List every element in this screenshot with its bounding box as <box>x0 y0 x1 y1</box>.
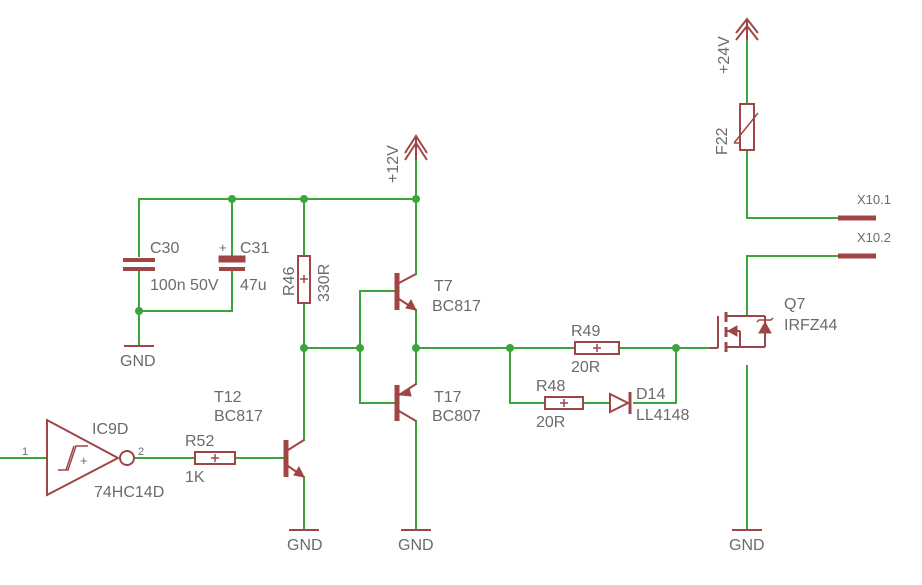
transistor-t12: T12 BC817 <box>214 389 305 478</box>
ic9d-name: IC9D <box>92 421 128 438</box>
supply-24v-label: +24V <box>716 36 733 74</box>
t17-name: T17 <box>434 389 462 406</box>
c31-polarity-plus: + <box>219 240 227 255</box>
c31-name: C31 <box>240 240 269 257</box>
mosfet-q7: Q7 IRFZ44 <box>710 296 837 352</box>
t7-name: T7 <box>434 278 453 295</box>
r48-name: R48 <box>536 378 565 395</box>
c30-name: C30 <box>150 240 179 257</box>
x10-1-name: X10.1 <box>857 192 891 207</box>
wires <box>0 39 839 531</box>
c30-value: 100n 50V <box>150 277 219 294</box>
q7-name: Q7 <box>784 296 805 313</box>
ic9d-pin-in: 1 <box>22 446 28 458</box>
connector-x10-pin1: X10.1 <box>838 192 891 221</box>
supply-12v-label: +12V <box>385 145 402 183</box>
connector-x10-pin2: X10.2 <box>838 230 891 259</box>
gnd-symbol-t17: GND <box>398 529 434 554</box>
gnd-label-t17: GND <box>398 537 434 554</box>
r49-name: R49 <box>571 323 600 340</box>
t12-name: T12 <box>214 389 242 406</box>
t17-value: BC807 <box>432 408 481 425</box>
gnd-label-t12: GND <box>287 537 323 554</box>
c31-value: 47u <box>240 277 267 294</box>
resistor-r46: R46 330R <box>281 255 333 304</box>
resistor-r52: R52 1K <box>185 433 236 486</box>
resistor-r48: R48 20R <box>536 378 584 431</box>
r52-name: R52 <box>185 433 214 450</box>
ic9d-value: 74HC14D <box>94 484 164 501</box>
d14-value: LL4148 <box>636 407 689 424</box>
gnd-label-c30: GND <box>120 353 156 370</box>
schmitt-inverter-ic9d: + 1 2 IC9D 74HC14D <box>22 418 164 501</box>
supply-24v-symbol: +24V <box>716 17 759 74</box>
junctions <box>135 195 680 352</box>
gnd-symbol-c30: GND <box>120 345 156 370</box>
capacitor-c31: + C31 47u <box>218 240 269 294</box>
t7-value: BC817 <box>432 298 481 315</box>
r49-value: 20R <box>571 359 600 376</box>
r52-value: 1K <box>185 469 205 486</box>
d14-name: D14 <box>636 386 665 403</box>
gnd-symbol-q7: GND <box>729 529 765 554</box>
resistor-r49: R49 20R <box>571 323 620 376</box>
ptc-fuse-f22: F22 <box>714 103 759 155</box>
gnd-label-q7: GND <box>729 537 765 554</box>
r46-name: R46 <box>281 267 298 296</box>
r46-value: 330R <box>316 264 333 302</box>
x10-2-name: X10.2 <box>857 230 891 245</box>
transistor-t17: T17 BC807 <box>394 383 481 425</box>
diode-d14: D14 LL4148 <box>609 386 689 424</box>
r48-value: 20R <box>536 414 565 431</box>
f22-name: F22 <box>714 127 731 155</box>
q7-value: IRFZ44 <box>784 317 837 334</box>
ic9d-pin-out: 2 <box>138 446 144 458</box>
capacitor-c30: C30 100n 50V <box>123 240 219 294</box>
ic9d-plus: + <box>80 453 88 468</box>
supply-12v-symbol: +12V <box>385 134 428 183</box>
gnd-symbol-t12: GND <box>287 529 323 554</box>
t12-value: BC817 <box>214 408 263 425</box>
transistor-t7: T7 BC817 <box>394 273 481 315</box>
